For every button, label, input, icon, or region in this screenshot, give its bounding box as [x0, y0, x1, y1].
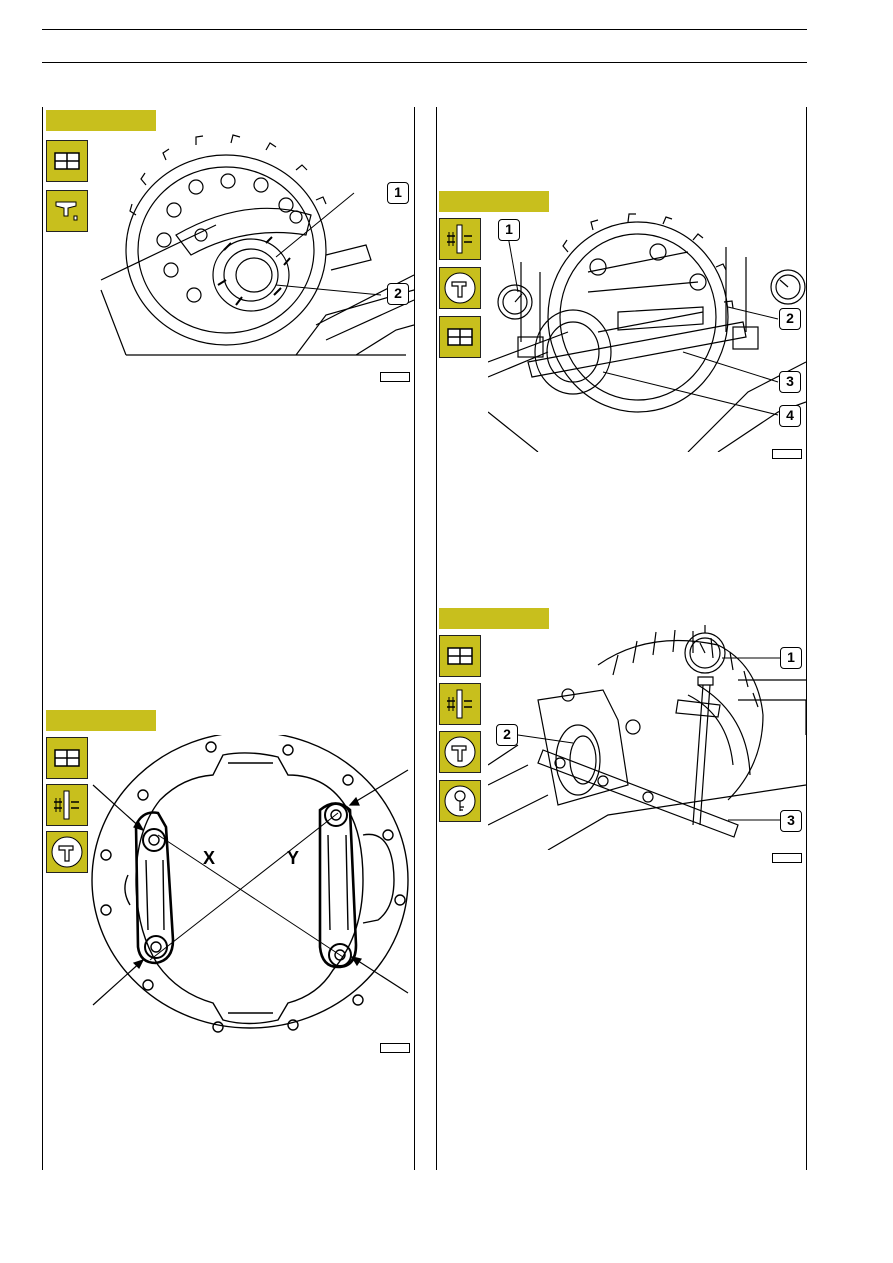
- grid-icon: [46, 737, 88, 779]
- grid-icon: [439, 316, 481, 358]
- figure-4-callout-3: 3: [780, 810, 802, 832]
- axis-label-y: Y: [287, 848, 300, 868]
- right-column-rule-right: [806, 107, 807, 1170]
- figure-3-callout-1: 1: [498, 219, 520, 241]
- figure-3-callout-4: 4: [779, 405, 801, 427]
- figure-4-callout-2: 2: [496, 724, 518, 746]
- shaft-gauge-icon: [439, 683, 481, 725]
- figure-2-number-box: [380, 1043, 410, 1053]
- grid-icon: [46, 140, 88, 182]
- figure-1-tag: [46, 110, 156, 131]
- figure-4-callout-1: 1: [780, 647, 802, 669]
- axis-label-x: X: [203, 848, 216, 868]
- figure-4-tag: [439, 608, 549, 629]
- wrench-icon: [439, 731, 481, 773]
- hand-press-icon: [46, 190, 88, 232]
- figure-3-number-box: [772, 449, 802, 459]
- figure-3-callout-2: 2: [779, 308, 801, 330]
- figure-2-tag: [46, 710, 156, 731]
- figure-3-callout-3: 3: [779, 371, 801, 393]
- figure-3-drawing: [488, 213, 806, 452]
- figure-3-tag: [439, 191, 549, 212]
- left-column-rule-left: [42, 107, 43, 1170]
- left-column-rule-right: [414, 107, 415, 1170]
- key-icon: [439, 780, 481, 822]
- shaft-gauge-icon: [46, 784, 88, 826]
- figure-1-number-box: [380, 372, 410, 382]
- header-rule-top: [42, 29, 807, 30]
- figure-2-drawing: [91, 735, 409, 1033]
- figure-1-callout-1: 1: [387, 182, 409, 204]
- figure-4-drawing: [488, 625, 806, 850]
- figure-1-callout-2: 2: [387, 283, 409, 305]
- grid-icon: [439, 635, 481, 677]
- wrench-icon: [439, 267, 481, 309]
- wrench-icon: [46, 831, 88, 873]
- header-rule-bottom: [42, 62, 807, 63]
- figure-4-number-box: [772, 853, 802, 863]
- shaft-gauge-icon: [439, 218, 481, 260]
- right-column-rule-left: [436, 107, 437, 1170]
- figure-1-drawing: [100, 134, 414, 356]
